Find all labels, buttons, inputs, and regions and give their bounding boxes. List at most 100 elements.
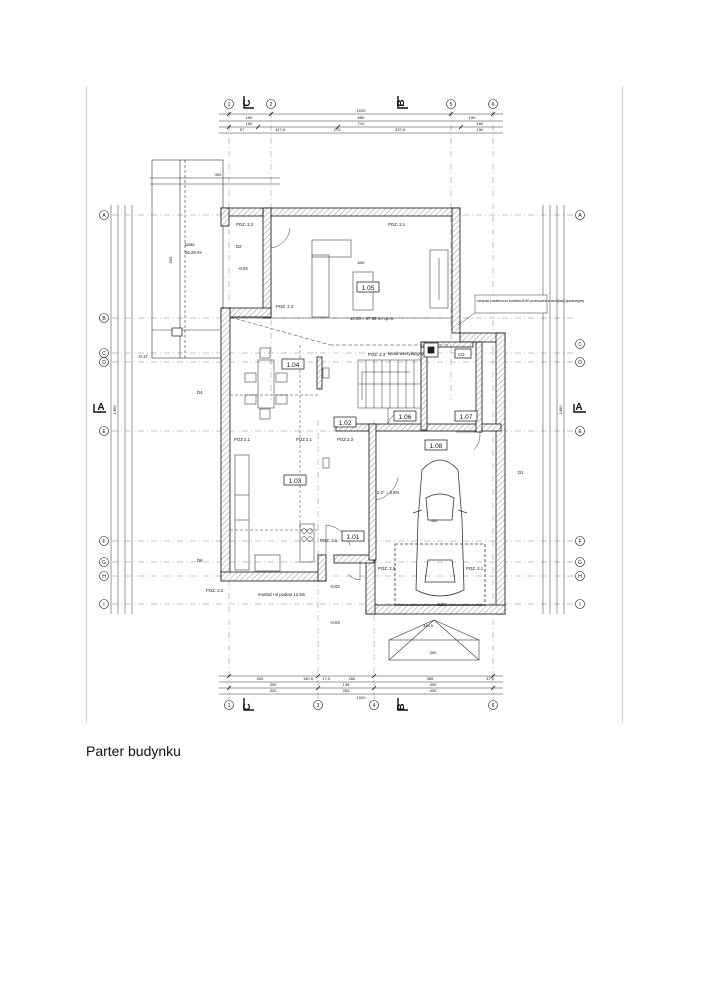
garage-door: [394, 543, 486, 606]
dim-top-r3-b: 147,5: [275, 127, 286, 132]
dim-garage-door: 343,5: [423, 623, 434, 628]
dim-left-total: 1460: [112, 405, 117, 415]
room-1-04-label: 1.04: [287, 362, 300, 369]
section-b-bottom: B: [396, 703, 407, 710]
dim-top-total: 1020: [357, 108, 367, 113]
axis-left-h: H: [102, 574, 106, 580]
plan-annotations: taras 26.29 m² POZ. 2.2 POZ. 2.1 POZ. 2.…: [138, 222, 524, 625]
axis-left-d: D: [102, 360, 106, 366]
dimension-lines: [110, 113, 565, 695]
section-c-bottom: C: [242, 703, 253, 710]
section-a-left: A: [97, 402, 104, 413]
dim-top-r2-c: 160: [477, 121, 484, 126]
level-terrace: -0.17: [138, 354, 148, 359]
interior-walls: [316, 341, 502, 561]
staircase: [357, 359, 422, 409]
dim-terrace-width: 490: [215, 172, 222, 177]
dim-top-r1-b: 680: [358, 115, 365, 120]
dim-bot-r2-b: 135: [343, 682, 350, 687]
dim-bot-r2-c: 430: [430, 682, 437, 687]
sheet-border-right: [622, 86, 623, 723]
dim-room-width: 605: [358, 260, 365, 265]
dim-terrace-height: 550: [168, 256, 173, 263]
axis-top-5: 5: [450, 102, 453, 108]
dim-bot-r1-e: 385: [427, 676, 434, 681]
dimension-texts: 1020 150 680 190 150 710 160 97 147,5 27…: [215, 108, 495, 700]
room-1-05-label: 1.05: [362, 285, 375, 292]
level-minus: -0.02: [238, 266, 248, 271]
axis-bottom-4: 4: [373, 703, 376, 709]
dim-entrance: 300: [430, 650, 437, 655]
dining-table: [244, 347, 288, 420]
door-swings: [270, 216, 481, 581]
room-1-08-label: 1.08: [430, 443, 443, 450]
axis-left-a: A: [102, 213, 106, 219]
terrace: [151, 159, 224, 359]
door-d4-label: D4: [197, 390, 203, 395]
poz-label-garage-left: POZ. 2.2: [378, 566, 396, 571]
dim-bot-r3-c: 430: [430, 688, 437, 693]
room-1-03-label: 1.03: [289, 478, 302, 485]
section-a-right: A: [575, 402, 582, 413]
room-1-07-label: 1.07: [460, 414, 473, 421]
section-c-top: C: [242, 99, 253, 106]
axis-bottom-3: 3: [317, 703, 320, 709]
axis-top-6: 6: [492, 102, 495, 108]
dim-top-r3-a: 97: [240, 127, 245, 132]
dim-bot-r1-b: 140,5: [303, 676, 314, 681]
dim-top-r3-e: 150: [477, 127, 484, 132]
axis-right-f: F: [578, 539, 581, 545]
terrace-area: 26.29 m²: [185, 250, 203, 255]
room-1-01-label: 1.01: [347, 534, 360, 541]
dim-bot-r3-a: 320: [270, 688, 277, 693]
dim-bot-r1-c: 17,5: [322, 676, 331, 681]
dim-top-r1-a: 150: [246, 115, 253, 120]
room-boxes: [171, 281, 478, 542]
axis-bubbles: [99, 99, 585, 710]
axis-left-c: C: [102, 351, 106, 357]
level-main: ±0.00 = 97.58 m n.p.m.: [350, 316, 394, 321]
dim-bot-r1-d: 260: [349, 676, 356, 681]
section-marks: C B C B A A: [97, 99, 582, 710]
drawing-caption: Parter budynku: [86, 743, 181, 759]
axis-right-g: G: [578, 560, 582, 566]
chimney: [423, 342, 439, 358]
callout-leader: [457, 294, 548, 326]
axis-right-e: E: [578, 429, 582, 435]
poz-label-mid: POZ 2.1: [296, 437, 313, 442]
door-d6-label: D6: [197, 558, 203, 563]
dim-garage-width: 400: [431, 518, 438, 523]
room-ids: 1.03 1.02 1.04 1.05 1.06 1.07 1.08 1.01: [287, 285, 473, 541]
door-d1-label: D1: [518, 470, 524, 475]
poz-label-top: POZ. 2.1: [388, 222, 406, 227]
poz-label-left: POZ. 2.3: [276, 304, 294, 309]
dim-top-r2-a: 150: [246, 121, 253, 126]
dim-bot-r1-a: 200: [257, 676, 264, 681]
poz-label-kitchen: POZ 2.1: [234, 437, 251, 442]
axis-bottom-6: 6: [492, 703, 495, 709]
garage-slope: 2.2° = 3.5%: [377, 490, 400, 495]
dimension-ticks: [226, 111, 496, 691]
poz-label-mid-right: POZ 2.3: [337, 437, 354, 442]
dim-bot-r2-a: 330: [270, 682, 277, 687]
dim-right-total: 1460: [558, 405, 563, 415]
axis-right-h: H: [578, 574, 582, 580]
axis-bottom-1: 1: [228, 703, 231, 709]
poz-label-stair: POZ. 2.3: [368, 352, 386, 357]
dim-top-r3-d: 337,5: [395, 127, 406, 132]
dim-bot-r3-b: 200: [343, 688, 350, 693]
axis-left-i: I: [103, 602, 104, 608]
axis-top-1: 1: [228, 102, 231, 108]
axis-top-2: 2: [270, 102, 273, 108]
axis-right-c: C: [578, 342, 582, 348]
axis-left-e: E: [102, 429, 106, 435]
grid-lines: [112, 112, 575, 700]
living-furniture: [311, 239, 449, 318]
poz-label-garage-right: POZ. 2.1: [466, 566, 484, 571]
vent-note: kanał wentylacyjny: [388, 351, 425, 356]
poz-label-top-left: POZ. 2.2: [236, 222, 254, 227]
room-1-02-label: 1.02: [339, 420, 352, 427]
bottom-note: montaż rol podest 12,5m: [258, 592, 306, 597]
